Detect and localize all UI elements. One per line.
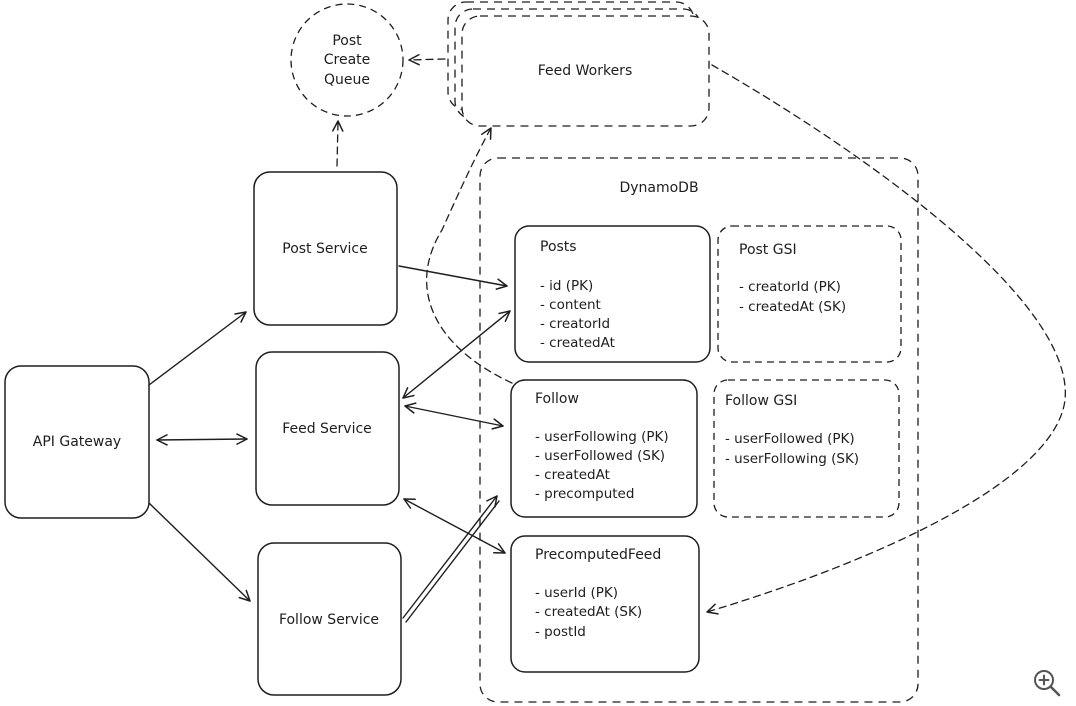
follow-table[interactable]: Follow - userFollowing (PK) - userFollow…: [510, 379, 698, 518]
arrow-follow-service-to-follow-double-stroke: [405, 500, 500, 623]
posts-field: - creatorId: [540, 316, 610, 332]
api-gateway-node[interactable]: API Gateway: [4, 365, 150, 519]
precomputed-feed-title: PrecomputedFeed: [535, 547, 661, 563]
arrow-feed-service-follow: [404, 402, 504, 430]
follow-gsi-index[interactable]: Follow GSI - userFollowed (PK) - userFol…: [713, 379, 900, 518]
arrow-gateway-to-post-service: [148, 311, 247, 386]
posts-field: - content: [540, 297, 601, 313]
post-gsi-field: - creatorId (PK): [739, 279, 841, 295]
arrow-gateway-feed-service: [156, 433, 248, 446]
follow-gsi-field: - userFollowing (SK): [725, 451, 859, 467]
post-create-queue-node[interactable]: Post Create Queue: [290, 3, 404, 117]
queue-label-line-1: Post: [332, 33, 362, 49]
follow-service-label: Follow Service: [279, 612, 379, 628]
post-gsi-index[interactable]: Post GSI - creatorId (PK) - createdAt (S…: [717, 225, 902, 363]
feed-workers-node[interactable]: Feed Workers: [447, 1, 710, 127]
queue-label-line-2: Create: [324, 52, 371, 68]
precomputed-feed-field: - postId: [535, 624, 586, 640]
feed-service-label: Feed Service: [282, 421, 372, 437]
dynamodb-label: DynamoDB: [619, 180, 698, 196]
arrow-workers-to-precomputed-feed: [706, 64, 1066, 615]
zoom-in-button[interactable]: [1030, 666, 1064, 700]
arrow-feed-service-posts: [402, 310, 511, 399]
precomputed-feed-field: - createdAt (SK): [535, 604, 642, 620]
posts-table-title: Posts: [540, 239, 577, 255]
post-service-node[interactable]: Post Service: [253, 171, 398, 326]
follow-field: - userFollowing (PK): [535, 429, 669, 445]
follow-field: - userFollowed (SK): [535, 448, 665, 464]
follow-field: - createdAt: [535, 467, 610, 483]
posts-field: - id (PK): [540, 278, 593, 294]
feed-service-node[interactable]: Feed Service: [255, 351, 400, 506]
posts-table[interactable]: Posts - id (PK) - content - creatorId - …: [514, 225, 711, 363]
follow-gsi-title: Follow GSI: [725, 393, 797, 409]
posts-field: - createdAt: [540, 335, 615, 351]
arrow-post-service-to-posts: [398, 265, 508, 290]
post-gsi-field: - createdAt (SK): [739, 299, 846, 315]
zoom-in-icon: [1034, 670, 1061, 697]
arrow-follow-service-to-follow: [402, 495, 498, 619]
arrow-feed-service-precomputed: [403, 498, 506, 554]
dynamodb-container: DynamoDB: [479, 157, 919, 703]
queue-label-line-3: Queue: [324, 72, 370, 88]
arrow-workers-to-queue: [408, 53, 446, 66]
arrow-gateway-to-follow-service: [148, 502, 251, 602]
precomputed-feed-table[interactable]: PrecomputedFeed - userId (PK) - createdA…: [510, 535, 700, 673]
api-gateway-label: API Gateway: [33, 434, 121, 450]
post-gsi-title: Post GSI: [739, 242, 797, 258]
arrow-follow-to-feed-workers: [426, 127, 513, 384]
follow-service-node[interactable]: Follow Service: [257, 542, 402, 696]
follow-table-title: Follow: [535, 391, 579, 407]
arrow-post-service-to-queue: [332, 120, 344, 167]
precomputed-feed-field: - userId (PK): [535, 585, 618, 601]
follow-gsi-field: - userFollowed (PK): [725, 431, 855, 447]
feed-workers-label: Feed Workers: [538, 63, 632, 79]
follow-field: - precomputed: [535, 486, 634, 502]
post-service-label: Post Service: [282, 241, 367, 257]
